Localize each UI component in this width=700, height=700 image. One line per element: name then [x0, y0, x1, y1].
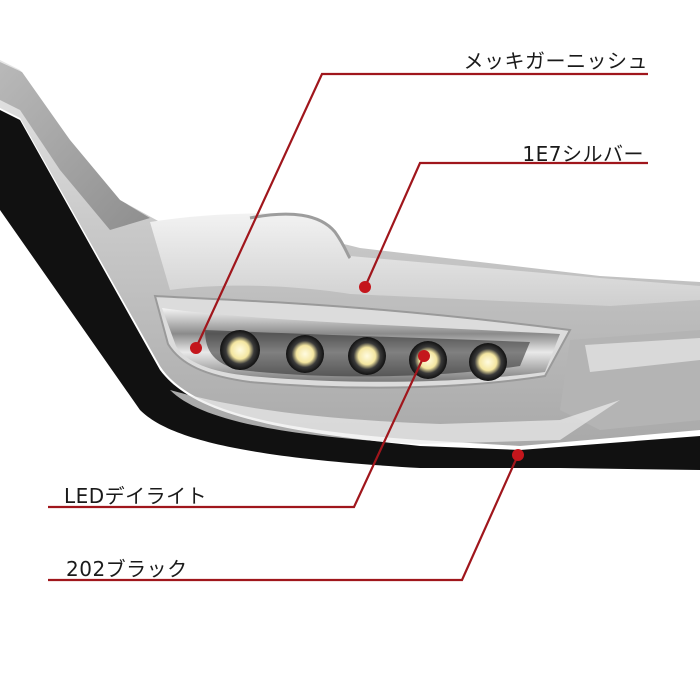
dot-black: [512, 449, 524, 461]
dot-silver: [359, 281, 371, 293]
callout-silver-paint: 1E7シルバー: [522, 142, 644, 166]
callout-led-daylight: LEDデイライト: [64, 484, 208, 508]
dot-led: [418, 350, 430, 362]
leader-lines: [48, 72, 648, 582]
callout-chrome-garnish: メッキガーニッシュ: [463, 49, 648, 73]
callout-black-paint: 202ブラック: [66, 557, 188, 581]
dot-chrome: [190, 342, 202, 354]
